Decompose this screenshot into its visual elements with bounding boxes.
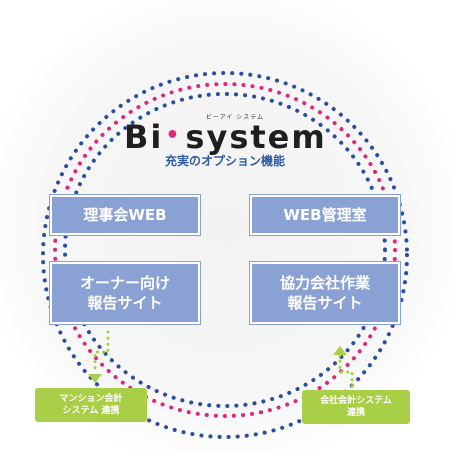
connector-left — [93, 330, 110, 374]
option-label: オーナー向け 報告サイト — [79, 273, 170, 312]
connector-right — [338, 352, 354, 394]
logo-prefix: Bi — [124, 118, 164, 156]
integration-mansion-accounting: マンション会計 システム 連携 — [35, 388, 147, 422]
inner-ring-blue — [63, 92, 387, 408]
integration-company-accounting: 会社会計システム 連携 — [302, 390, 410, 424]
logo-ruby: ビーアイ システム — [205, 114, 265, 121]
logo-dot: • — [165, 123, 182, 148]
option-web-kanri: WEB管理室 — [250, 195, 400, 235]
option-label: WEB管理室 — [283, 205, 367, 224]
integration-label: 会社会計システム 連携 — [320, 395, 392, 418]
logo: Bi•system — [124, 118, 334, 156]
option-rijikai-web: 理事会WEB — [50, 195, 200, 235]
outer-ring-blue — [41, 71, 409, 439]
option-label: 協力会社作業 報告サイト — [279, 273, 370, 312]
middle-ring-pink — [53, 82, 397, 418]
subtitle: 充実のオプション機能 — [164, 154, 285, 168]
option-label: 理事会WEB — [83, 205, 167, 224]
arrow-up-icon — [333, 346, 347, 355]
arrow-down-icon — [88, 374, 102, 383]
integration-label: マンション会計 システム 連携 — [59, 393, 123, 416]
logo-suffix: system — [185, 118, 327, 156]
option-owner-report: オーナー向け 報告サイト — [50, 262, 200, 324]
option-partner-report: 協力会社作業 報告サイト — [250, 262, 400, 324]
